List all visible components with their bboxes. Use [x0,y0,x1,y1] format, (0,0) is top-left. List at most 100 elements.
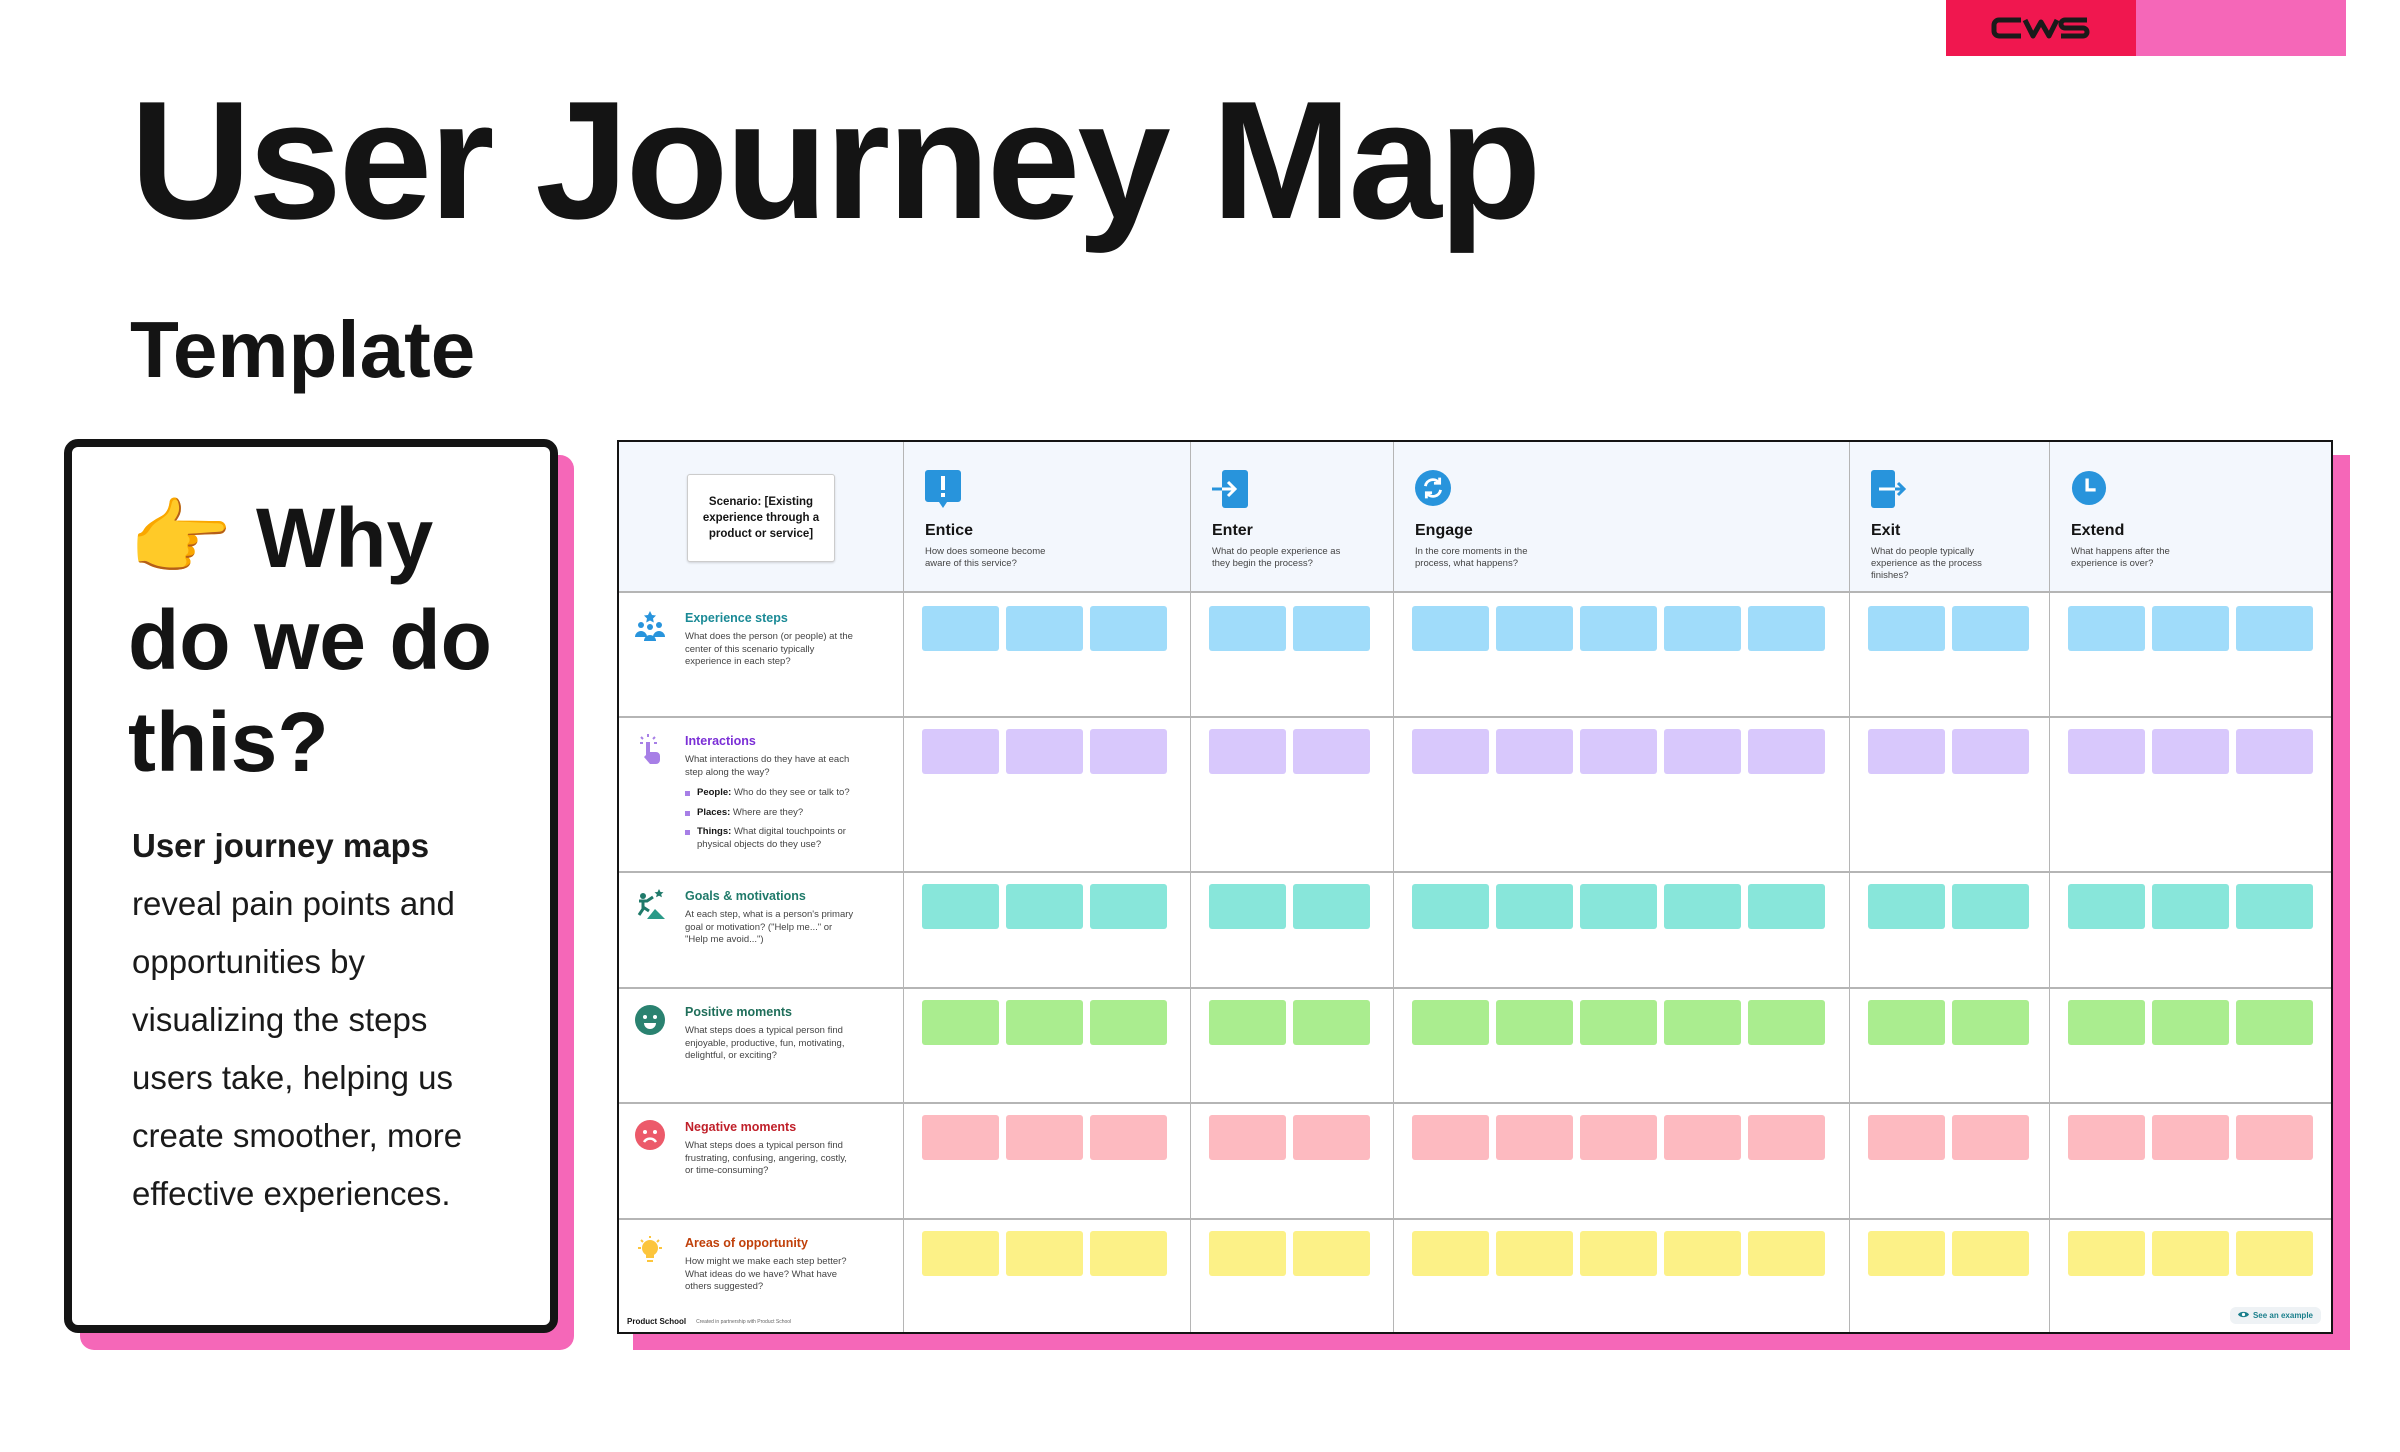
sticky-note[interactable] [2152,729,2229,774]
sticky-note[interactable] [1580,606,1657,651]
sticky-note[interactable] [1412,884,1489,929]
sticky-note[interactable] [1090,606,1167,651]
sticky-note[interactable] [1664,729,1741,774]
sticky-note[interactable] [1090,1231,1167,1276]
sticky-note[interactable] [1496,729,1573,774]
sticky-note[interactable] [2152,884,2229,929]
sticky-note[interactable] [1952,606,2029,651]
sticky-note[interactable] [1006,1000,1083,1045]
sticky-note[interactable] [1090,1115,1167,1160]
sticky-note[interactable] [2236,1000,2313,1045]
sticky-note[interactable] [1293,1000,1370,1045]
sticky-note[interactable] [1293,1231,1370,1276]
sticky-note[interactable] [2068,1231,2145,1276]
sticky-note[interactable] [1868,1115,1945,1160]
sticky-note[interactable] [1412,729,1489,774]
sticky-note[interactable] [1664,1000,1741,1045]
sticky-note[interactable] [1664,1115,1741,1160]
sticky-note[interactable] [1580,1000,1657,1045]
sticky-note[interactable] [1496,606,1573,651]
why-line: this? [128,695,329,789]
sticky-note[interactable] [2236,1115,2313,1160]
sticky-note[interactable] [1580,729,1657,774]
sticky-note[interactable] [2068,606,2145,651]
sticky-note[interactable] [1748,1000,1825,1045]
sticky-note[interactable] [1496,1000,1573,1045]
sticky-note[interactable] [1293,1115,1370,1160]
sticky-note[interactable] [1868,606,1945,651]
sticky-note[interactable] [2236,729,2313,774]
sticky-note[interactable] [1496,1231,1573,1276]
body-bold: User journey maps [132,827,430,864]
sticky-note[interactable] [1209,1231,1286,1276]
sticky-note[interactable] [1293,884,1370,929]
sticky-note[interactable] [1496,1115,1573,1160]
sticky-note[interactable] [1952,729,2029,774]
sticky-note[interactable] [1868,884,1945,929]
why-body: User journey maps reveal pain points and… [132,817,550,1223]
sticky-note[interactable] [1580,1231,1657,1276]
sticky-note[interactable] [1748,606,1825,651]
sticky-note[interactable] [1868,729,1945,774]
sticky-note[interactable] [2236,606,2313,651]
sticky-note[interactable] [1090,729,1167,774]
sticky-note[interactable] [1496,884,1573,929]
sticky-note[interactable] [1952,1000,2029,1045]
sticky-note[interactable] [1006,729,1083,774]
sticky-note[interactable] [2236,1231,2313,1276]
sticky-note[interactable] [1090,884,1167,929]
sticky-note[interactable] [1006,1115,1083,1160]
sticky-note[interactable] [1952,1231,2029,1276]
sticky-note[interactable] [1580,1115,1657,1160]
see-example-button[interactable]: See an example [2229,1307,2321,1324]
sticky-note[interactable] [1664,884,1741,929]
sticky-note[interactable] [1293,606,1370,651]
sticky-note[interactable] [2152,1231,2229,1276]
sticky-note[interactable] [1209,606,1286,651]
sticky-note[interactable] [2068,729,2145,774]
sticky-note[interactable] [922,1231,999,1276]
sticky-note[interactable] [1952,884,2029,929]
row-title: Interactions [685,734,756,748]
sticky-note[interactable] [922,884,999,929]
sticky-note[interactable] [1952,1115,2029,1160]
sticky-note[interactable] [1209,729,1286,774]
sticky-note[interactable] [1209,1115,1286,1160]
sticky-note[interactable] [1209,884,1286,929]
sticky-note[interactable] [1868,1231,1945,1276]
phase-description: What do people experience as they begin … [1212,546,1341,569]
sticky-note[interactable] [1412,606,1489,651]
sticky-note[interactable] [1006,884,1083,929]
sticky-note[interactable] [1412,1231,1489,1276]
sticky-note[interactable] [2152,1115,2229,1160]
sticky-note[interactable] [2152,606,2229,651]
sticky-note[interactable] [922,606,999,651]
scenario-card[interactable]: Scenario: [Existing experience through a… [687,474,835,562]
sticky-note[interactable] [1209,1000,1286,1045]
sticky-note[interactable] [2068,1000,2145,1045]
sticky-note[interactable] [1006,606,1083,651]
sticky-note[interactable] [922,1115,999,1160]
sticky-note[interactable] [922,1000,999,1045]
sticky-note[interactable] [922,729,999,774]
sticky-note[interactable] [1090,1000,1167,1045]
sticky-note[interactable] [1412,1115,1489,1160]
sticky-note[interactable] [1748,1231,1825,1276]
sticky-note[interactable] [1748,884,1825,929]
enter-icon [1212,470,1248,508]
sticky-note[interactable] [2068,1115,2145,1160]
sticky-note[interactable] [1580,884,1657,929]
sticky-note[interactable] [2152,1000,2229,1045]
sticky-note[interactable] [1664,606,1741,651]
sticky-note[interactable] [1293,729,1370,774]
sticky-note[interactable] [1868,1000,1945,1045]
sticky-note[interactable] [1664,1231,1741,1276]
sticky-note[interactable] [2236,884,2313,929]
sticky-note[interactable] [2068,884,2145,929]
sticky-note[interactable] [1006,1231,1083,1276]
sticky-note[interactable] [1412,1000,1489,1045]
sticky-note[interactable] [1748,1115,1825,1160]
sticky-note[interactable] [1748,729,1825,774]
